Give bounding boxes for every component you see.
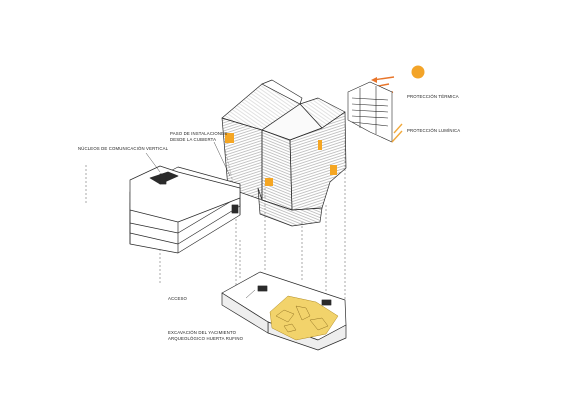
ground-floor-plan	[221, 271, 347, 351]
label-light-protection: PROTECCIÓN LUMÍNICA	[407, 128, 461, 133]
label-installations-line1: PASO DE INSTALACIONES	[170, 131, 228, 136]
vertical-core-block	[321, 299, 332, 306]
label-access: ACCESO	[168, 296, 188, 301]
label-installations-line2: DESDE LA CUBIERTA	[170, 137, 217, 142]
orange-accent-panel	[265, 178, 273, 186]
facade-center	[261, 129, 293, 211]
label-excavation-line2: ARQUEOLÓGICO HUERTA RUFINO	[168, 336, 244, 341]
vertical-core-block	[231, 204, 239, 214]
orange-accent-panel	[225, 133, 234, 143]
orange-accent-panel	[318, 140, 322, 150]
roof-panel-center	[261, 79, 303, 105]
vertical-core-block	[257, 285, 268, 292]
label-excavation-line1: EXCAVACIÓN DEL YACIMIENTO	[168, 330, 237, 335]
sun-icon	[411, 65, 425, 79]
leader-lines	[145, 141, 256, 299]
label-vertical-communication: NÚCLEOS DE COMUNICACIÓN VERTICAL	[78, 146, 169, 151]
facade-base	[257, 187, 323, 227]
upper-building-volume	[221, 79, 347, 227]
vertical-core-block	[159, 173, 167, 185]
light-arrows	[391, 123, 403, 143]
orange-accent-panel	[330, 165, 337, 175]
sun-shading-elements	[347, 65, 425, 143]
label-thermal-protection: PROTECCIÓN TÉRMICA	[407, 94, 459, 99]
middle-floor-slabs	[129, 165, 241, 254]
louver-panel	[347, 81, 393, 143]
